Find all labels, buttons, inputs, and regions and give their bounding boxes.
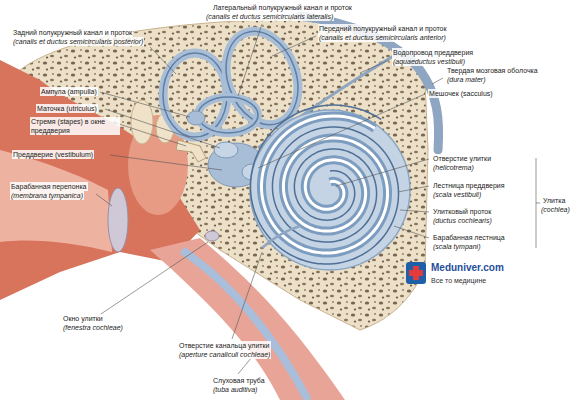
ear-canal: [0, 150, 112, 252]
part-label: (helicotrema): [432, 163, 475, 172]
part-label: (scala tympani): [432, 242, 481, 251]
part-label: Отверстие улитки: [432, 154, 492, 163]
watermark: Meduniver.com: [430, 262, 505, 274]
part-label: (aquaeductus vestibuli): [392, 57, 466, 66]
part-label: Латеральный полукружный канал и проток: [212, 3, 353, 12]
illustration-part: [398, 186, 429, 192]
illustration-part: [400, 210, 429, 212]
illustration-part: [150, 47, 176, 74]
illustration-part: [432, 78, 443, 84]
part-label: Улитковый проток: [432, 207, 492, 216]
cochlea-spiral: [251, 105, 399, 264]
part-label: Слуховая труба: [212, 376, 266, 385]
part-label: Передний полукружный канал и проток: [318, 24, 448, 33]
part-label: Мешочек (sacculus): [428, 89, 494, 98]
illustration-part: [336, 159, 429, 186]
part-label: (dura mater): [446, 75, 487, 84]
illustration-part: [394, 226, 429, 238]
part-label: (aperture canaliculi cochleae): [178, 350, 271, 359]
auditory-tube-lumen: [182, 250, 308, 400]
part-label: (canalis et ductus semicircularis latera…: [205, 12, 334, 21]
illustration-part: [238, 24, 262, 96]
lateral-canal: [198, 97, 258, 133]
part-label: Водопровод преддверия: [392, 48, 474, 57]
part-label: Стремя (stapes) в окне преддверия: [30, 117, 120, 135]
part-label: (membrana tympanica): [10, 191, 84, 200]
cochlea-body: [250, 110, 410, 270]
part-label: Барабанная лестница: [432, 233, 506, 242]
tympanic-membrane: [108, 188, 128, 252]
part-label: (fenestra cochleae): [62, 323, 124, 332]
spiral-turn: [261, 116, 387, 253]
ampulla: [187, 111, 205, 125]
part-label: Задний полукружный канал и проток: [12, 28, 133, 37]
part-label: (cochlea): [540, 205, 571, 214]
round-window: [205, 231, 219, 241]
part-label: (canalis et ductus semicircularis poster…: [12, 37, 144, 46]
illustration-part: [92, 242, 208, 320]
cochlear-canaliculus: [262, 226, 300, 248]
part-label: Маточка (utriculus): [36, 104, 98, 113]
watermark: Все то медицине: [430, 276, 487, 285]
illustration-part: [100, 92, 190, 117]
spiral-turn: [261, 116, 387, 253]
leader-lines: [92, 24, 540, 374]
illustration-part: [113, 122, 186, 146]
part-label: Улитка: [542, 196, 566, 205]
illustration-part: [258, 94, 425, 168]
illustration-part: [110, 155, 222, 170]
illustration-part: [360, 60, 389, 73]
malleus: [131, 100, 153, 144]
part-label: Твердая мозговая оболочка: [446, 66, 539, 75]
part-label: Лестница преддверия: [432, 181, 506, 190]
illustration-part: [272, 36, 316, 56]
part-label: (canalis et ductus semicircularis anteri…: [318, 33, 447, 42]
stapes: [176, 140, 206, 162]
brand-logo: [406, 262, 426, 284]
illustration-part: [406, 262, 426, 284]
lateral-duct: [198, 97, 258, 133]
part-label: (tuba auditiva): [212, 385, 258, 394]
illustration-part: [232, 252, 262, 339]
part-label: Барабанная перепонка: [10, 182, 88, 191]
part-label: Ампула (ampulla): [40, 87, 98, 96]
spiral-turn: [251, 105, 399, 264]
part-label: (ductus cochlearis): [432, 216, 493, 225]
part-label: (scala vestibuli): [432, 190, 482, 199]
illustration-part: [536, 203, 540, 204]
utriculus: [214, 142, 238, 158]
illustration-part: [409, 270, 423, 276]
illustration-part: [96, 194, 112, 206]
illustration-part: [105, 109, 220, 148]
part-label: Отверстие канальца улитки: [178, 341, 271, 350]
part-label: Преддверие (vestibulum): [12, 150, 94, 159]
part-label: Окно улитки: [62, 314, 104, 323]
